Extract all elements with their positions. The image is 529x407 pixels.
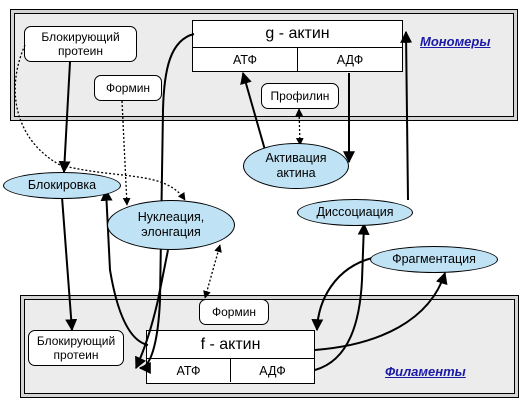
arrow-activation-to-atp <box>240 71 266 151</box>
fragmentation-oval: Фрагментация <box>370 246 498 273</box>
arrow-nucleation-to-f-actin <box>135 249 169 370</box>
dotted-blocking-protein-to-nucleation <box>14 44 186 201</box>
arrow-f-actin-to-blocking <box>100 188 149 346</box>
arrow-f-actin-to-dissociation <box>314 222 370 371</box>
blocking-protein-bottom: Блокирующий протеин <box>28 330 124 366</box>
formin-top: Формин <box>94 75 162 101</box>
f-actin-atp: АТФ <box>147 359 231 382</box>
nucleation-oval: Нуклеация, элонгация <box>107 200 235 250</box>
dotted-profilin-activation <box>295 108 304 146</box>
formin-bottom: Формин <box>199 299 269 325</box>
dissociation-oval: Диссоциация <box>297 199 413 226</box>
arrow-fragmentation-to-f-actin <box>311 257 373 332</box>
arrow-g-actin-to-f-actin <box>138 33 195 374</box>
f-actin-adp: АДФ <box>259 363 286 378</box>
g-actin-title: g - актин <box>193 21 402 48</box>
f-actin-title: f - актин <box>147 331 314 359</box>
blocking-oval: Блокировка <box>3 172 121 199</box>
arrow-dissociation-to-g-actin <box>400 30 413 201</box>
g-actin-atp: АТФ <box>193 48 298 71</box>
f-actin-box: f - актин АТФ АДФ <box>146 330 315 384</box>
dotted-formin-to-nucleation <box>121 100 131 206</box>
g-actin-adp: АДФ <box>336 52 364 67</box>
arrow-f-actin-to-fragmentation <box>314 271 448 351</box>
arrow-blocking-to-blocking-protein <box>61 196 78 332</box>
dotted-nucleation-formin <box>203 244 222 299</box>
activation-oval: Активация актина <box>243 143 349 189</box>
g-actin-box: g - актин АТФ АДФ <box>192 20 403 72</box>
filaments-link[interactable]: Филаменты <box>385 364 466 379</box>
blocking-protein-top: Блокирующий протеин <box>24 26 137 62</box>
arrow-blocking-protein-to-blocking <box>58 61 71 174</box>
monomers-link[interactable]: Мономеры <box>420 34 491 49</box>
